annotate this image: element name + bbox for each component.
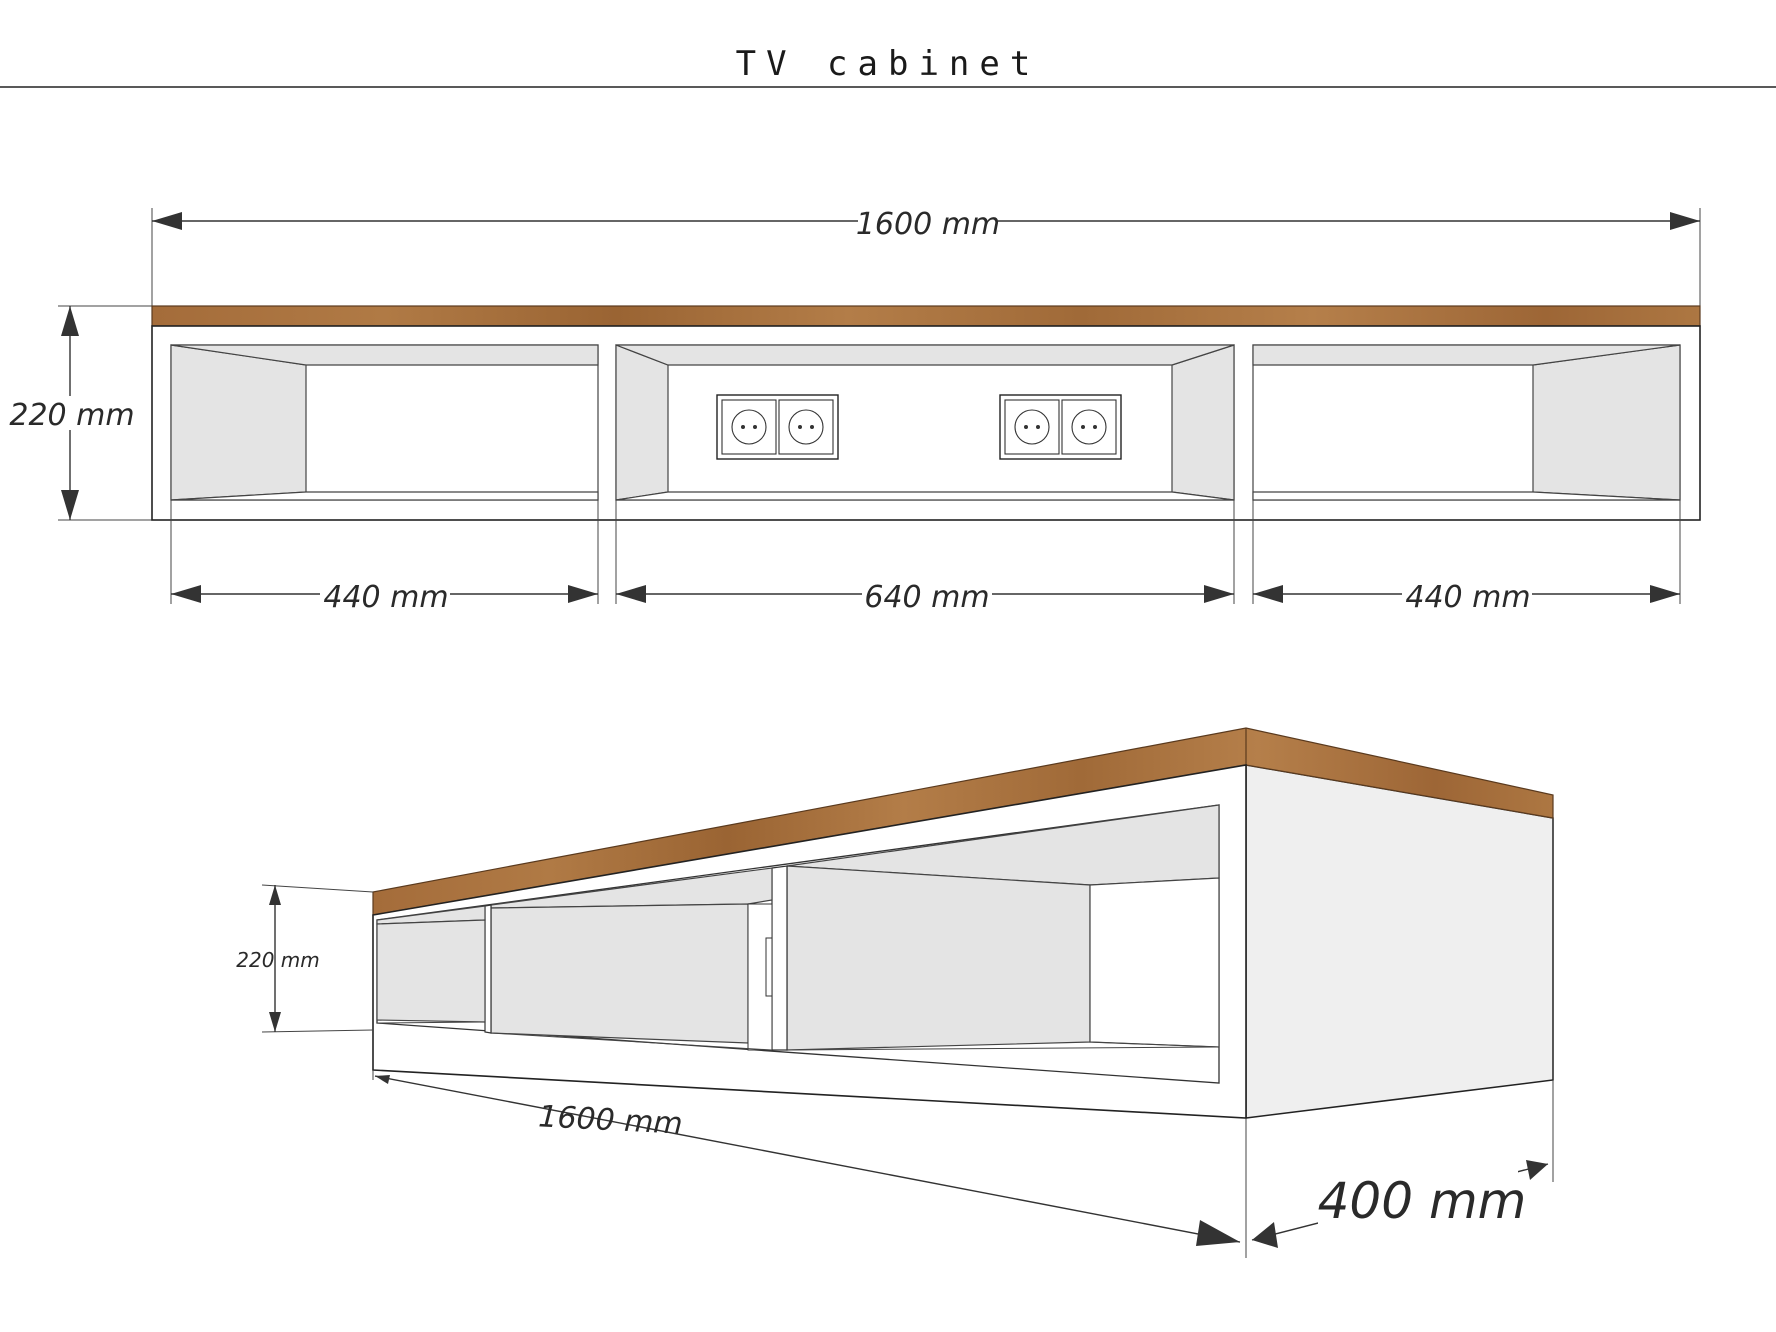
- right-compartment-top-panel: [1252, 344, 1681, 366]
- dimension-label-background: [858, 202, 998, 238]
- power-socket-icon: [1071, 409, 1107, 445]
- double-socket-left: [716, 394, 839, 460]
- height-label: 220 mm: [9, 398, 134, 433]
- middle-width-label: 640 mm: [864, 580, 989, 615]
- left-compartment-side-panel: [170, 344, 307, 501]
- arrow-up-icon: [61, 306, 79, 336]
- dimension-label-background: [12, 396, 132, 430]
- right-compartment-floor-edge: [1089, 1041, 1220, 1048]
- perspective-depth-label: 400 mm: [1318, 1172, 1527, 1230]
- arrow-up-icon: [269, 885, 281, 905]
- divider-left: [484, 904, 492, 1034]
- right-width-label: 440 mm: [1405, 580, 1530, 615]
- left-compartment-back-panel: [376, 919, 486, 1023]
- left-compartment-floor-edge: [376, 1021, 486, 1024]
- power-socket-icon: [731, 409, 767, 445]
- front-view: 1600 mm 220 mm: [9, 202, 1701, 615]
- middle-compartment: [615, 344, 1235, 501]
- arrow-right-icon: [1650, 585, 1680, 603]
- arrow-left-icon: [1252, 1222, 1278, 1248]
- wood-top-front: [151, 305, 1701, 327]
- arrow-right-icon: [1670, 212, 1700, 230]
- arrow-right-icon: [568, 585, 598, 603]
- middle-compartment-back-panel: [490, 903, 749, 1044]
- right-compartment-opening: [1089, 877, 1220, 1048]
- perspective-view: 220 mm 1600 mm 400 mm: [236, 727, 1554, 1258]
- perspective-height-label: 220 mm: [236, 948, 320, 972]
- page-title: TV cabinet: [736, 44, 1041, 84]
- right-compartment-side-panel: [1532, 344, 1681, 501]
- cabinet-side-panel: [1245, 764, 1554, 1119]
- middle-compartment-left-panel: [615, 344, 669, 501]
- arrow-left-icon: [171, 585, 201, 603]
- right-compartment-back-panel: [786, 865, 1091, 1051]
- arrow-left-icon: [616, 585, 646, 603]
- overall-width-label: 1600 mm: [856, 207, 1000, 242]
- dimension-label-background: [320, 577, 450, 611]
- right-compartment-floor-edge: [786, 1046, 1220, 1051]
- middle-compartment-floor-edge: [490, 1032, 773, 1051]
- arrow-left-icon: [375, 1075, 390, 1084]
- perspective-length-label: 1600 mm: [538, 1099, 684, 1142]
- divider-right: [771, 865, 788, 1051]
- middle-compartment-floor: [615, 491, 1235, 501]
- arrow-right-icon: [1526, 1160, 1548, 1180]
- middle-compartment-right-panel: [1171, 344, 1235, 501]
- dimension-label-background: [1402, 577, 1532, 611]
- arrow-right-icon: [1204, 585, 1234, 603]
- left-width-label: 440 mm: [323, 580, 448, 615]
- arrow-left-icon: [1253, 585, 1283, 603]
- middle-compartment-top-panel: [615, 344, 1235, 366]
- left-compartment-top-panel: [170, 344, 599, 366]
- double-socket-right: [999, 394, 1122, 460]
- arrow-down-icon: [61, 490, 79, 520]
- socket-edge-icon: [765, 937, 773, 997]
- height-extension-top: [261, 884, 374, 893]
- power-socket-icon: [788, 409, 824, 445]
- height-extension-bottom: [261, 1029, 374, 1033]
- arrow-right-icon: [1196, 1220, 1240, 1246]
- dimension-label-background: [1318, 1168, 1518, 1226]
- perspective-length-dimension-line: [374, 1075, 1241, 1243]
- power-socket-icon: [1014, 409, 1050, 445]
- arrow-left-icon: [152, 212, 182, 230]
- arrow-down-icon: [269, 1012, 281, 1032]
- dimension-label-background: [862, 577, 992, 611]
